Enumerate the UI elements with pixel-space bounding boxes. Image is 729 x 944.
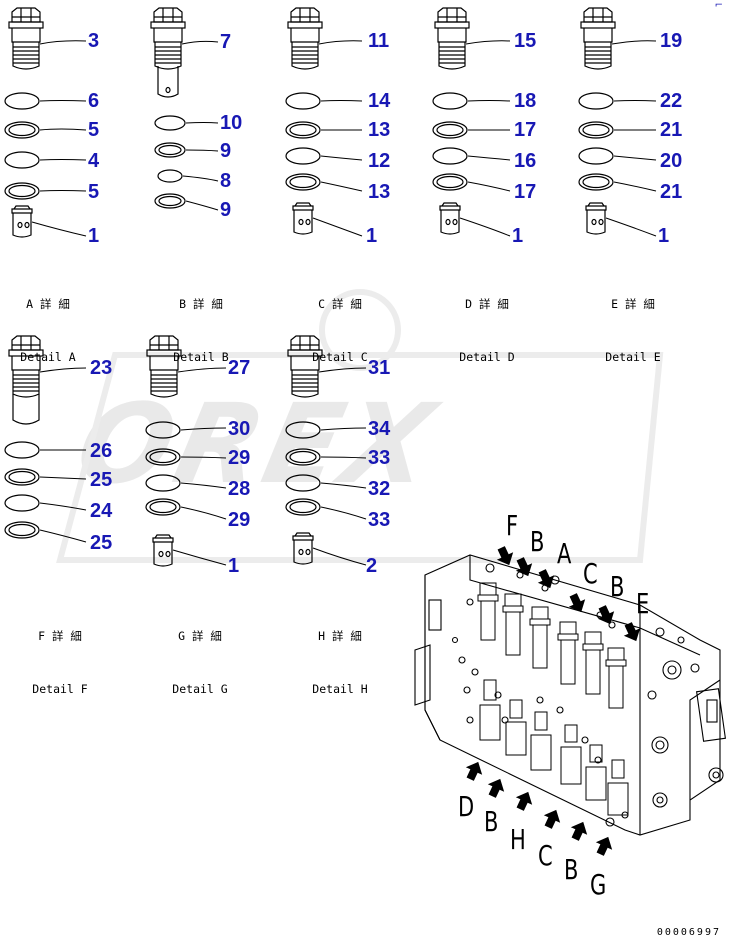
callout-number: 24 (90, 500, 113, 522)
caption-subtitle: Detail E (605, 350, 661, 365)
detail-caption-b: B 詳 細 Detail B (146, 260, 256, 403)
callout-number: 25 (90, 532, 113, 554)
callout-number: 31 (368, 357, 391, 379)
callout-number: 21 (660, 181, 683, 203)
caption-subtitle: Detail H (312, 682, 368, 697)
callout-number: 1 (88, 225, 100, 247)
callout-number: 18 (514, 90, 537, 112)
callout-number: 17 (514, 119, 537, 141)
callout-number: 34 (368, 418, 391, 440)
callout-number: 13 (368, 119, 391, 141)
caption-title: B 詳 細 (179, 296, 223, 311)
callout-number: 30 (228, 418, 251, 440)
callout-number: 32 (368, 478, 391, 500)
callout-number: 9 (220, 140, 232, 162)
view-label-top: C (583, 557, 598, 590)
caption-title: C 詳 細 (318, 296, 362, 311)
callout-number: 6 (88, 90, 100, 112)
callout-number: 16 (514, 150, 537, 172)
callout-number: 26 (90, 440, 113, 462)
callout-number: 4 (88, 150, 100, 172)
view-label-top: F (506, 509, 519, 542)
callout-number: 33 (368, 509, 391, 531)
callout-number: 13 (368, 181, 391, 203)
view-label-bottom: B (564, 853, 579, 886)
callout-number: 5 (88, 181, 100, 203)
callout-number: 1 (658, 225, 670, 247)
caption-title: D 詳 細 (465, 296, 509, 311)
callout-number: 9 (220, 199, 232, 221)
callout-number: 5 (88, 119, 100, 141)
callout-number: 11 (368, 30, 390, 52)
caption-title: E 詳 細 (611, 296, 655, 311)
detail-f-parts (4, 335, 44, 539)
callout-number: 1 (228, 555, 240, 577)
detail-caption-h: H 詳 細 Detail H (285, 592, 395, 735)
callout-number: 8 (220, 170, 232, 192)
detail-d-parts (432, 7, 470, 235)
detail-g-parts (145, 335, 182, 567)
view-label-top: A (557, 537, 572, 570)
callout-number: 10 (220, 112, 243, 134)
detail-caption-e: E 詳 細 Detail E (578, 260, 688, 403)
callout-number: 1 (366, 225, 378, 247)
detail-b-parts (150, 7, 186, 209)
callout-number: 15 (514, 30, 537, 52)
callout-number: 27 (228, 357, 251, 379)
caption-subtitle: Detail C (312, 350, 368, 365)
caption-subtitle: Detail F (32, 682, 88, 697)
drawing-number: 00006997 (656, 927, 721, 938)
view-label-bottom: H (510, 823, 526, 856)
callout-number: 25 (90, 469, 113, 491)
view-label-top: B (530, 525, 545, 558)
caption-title: F 詳 細 (38, 628, 82, 643)
callout-number: 22 (660, 90, 683, 112)
callout-number: 20 (660, 150, 683, 172)
callout-number: 12 (368, 150, 391, 172)
callout-number: 19 (660, 30, 683, 52)
callout-number: 17 (514, 181, 537, 203)
detail-caption-a: A 詳 細 Detail A (0, 260, 103, 403)
view-label-top: B (610, 570, 625, 603)
detail-c-parts (285, 7, 323, 235)
view-label-bottom: C (538, 839, 553, 872)
callout-number: 2 (366, 555, 378, 577)
callout-number: 29 (228, 447, 251, 469)
corner-mark: ⌐ (714, 0, 723, 11)
view-label-bottom: G (590, 868, 607, 901)
caption-subtitle: Detail D (459, 350, 515, 365)
view-label-bottom: B (484, 805, 499, 838)
callout-number: 29 (228, 509, 251, 531)
caption-title: A 詳 細 (26, 296, 70, 311)
callout-number: 1 (512, 225, 524, 247)
detail-e-parts (578, 7, 616, 235)
callout-number: 7 (220, 31, 232, 53)
caption-subtitle: Detail B (173, 350, 229, 365)
detail-caption-g: G 詳 細 Detail G (145, 592, 255, 735)
caption-subtitle: Detail G (172, 682, 228, 697)
view-label-bottom: D (458, 790, 475, 823)
callout-number: 33 (368, 447, 391, 469)
view-label-top: E (636, 587, 650, 620)
detail-caption-d: D 詳 細 Detail D (432, 260, 542, 403)
caption-title: H 詳 細 (318, 628, 362, 643)
callout-number: 21 (660, 119, 683, 141)
callout-number: 3 (88, 30, 100, 52)
caption-title: G 詳 細 (178, 628, 222, 643)
leader-lines (31, 40, 657, 566)
detail-caption-c: C 詳 細 Detail C (285, 260, 395, 403)
control-valve-assembly (414, 546, 726, 856)
callout-number: 23 (90, 357, 113, 379)
callout-number: 14 (368, 90, 391, 112)
caption-subtitle: Detail A (20, 350, 76, 365)
callout-number: 28 (228, 478, 251, 500)
detail-caption-f: F 詳 細 Detail F (5, 592, 115, 735)
detail-h-parts (285, 335, 323, 565)
detail-a-parts (4, 7, 44, 238)
